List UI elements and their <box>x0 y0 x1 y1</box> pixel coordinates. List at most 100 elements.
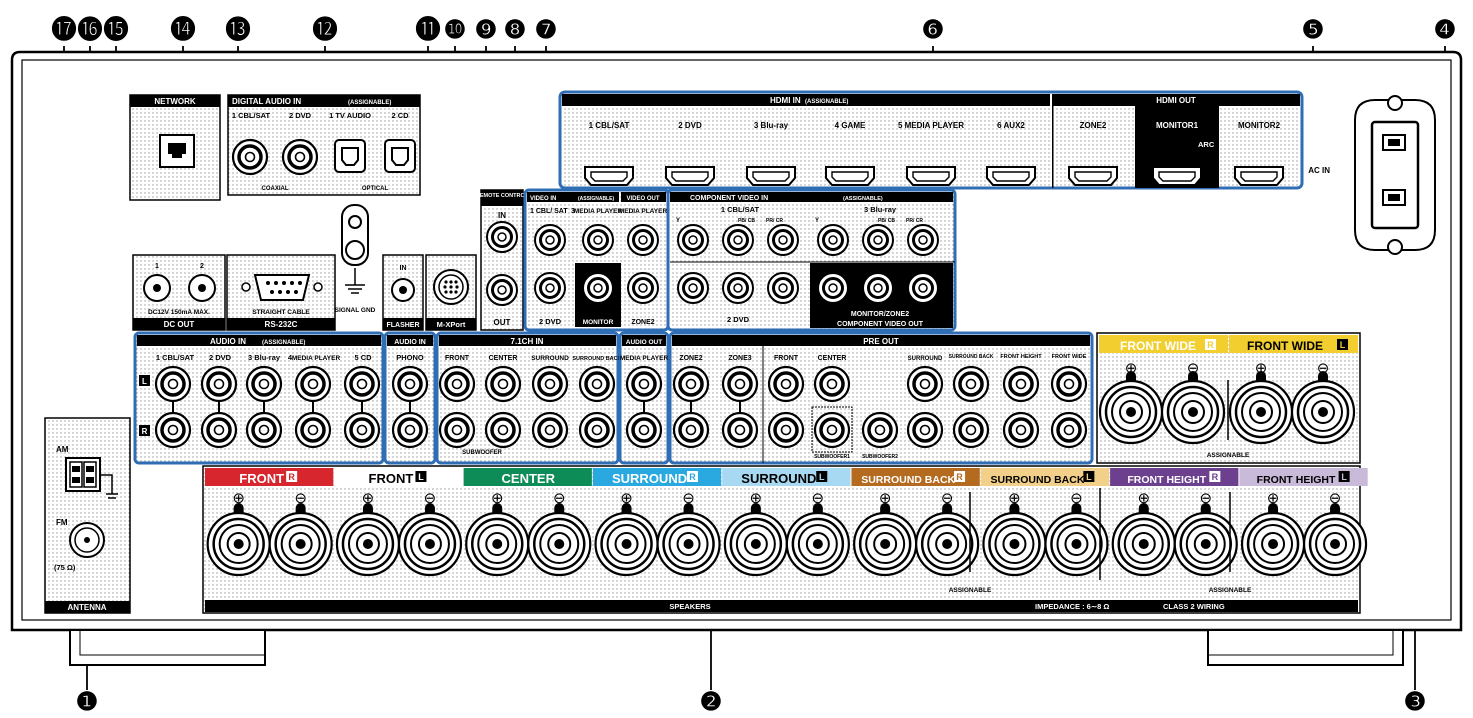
pre-out-jack[interactable] <box>721 365 759 403</box>
audio-in-jack[interactable] <box>200 411 238 449</box>
ch71-jack[interactable] <box>531 365 569 403</box>
digital-port-label: 2 CD <box>391 111 409 120</box>
pre-out-jack[interactable] <box>672 365 710 403</box>
audio-in-jack[interactable] <box>245 365 283 403</box>
pre-out-jack[interactable] <box>813 411 851 449</box>
audio-in-jack[interactable] <box>245 411 283 449</box>
dc-out-jack[interactable] <box>188 274 216 302</box>
pre-out-label: FRONT WIDE <box>1052 354 1087 360</box>
pre-out-jack[interactable] <box>906 365 944 403</box>
video-in-jack[interactable] <box>533 271 567 305</box>
hdmi-in-port[interactable] <box>825 166 875 186</box>
component-jack[interactable] <box>676 223 710 257</box>
component-jack[interactable] <box>766 223 800 257</box>
hdmi-out-port[interactable] <box>1234 166 1284 186</box>
hdmi-in-port[interactable] <box>906 166 956 186</box>
pre-out-jack[interactable] <box>906 411 944 449</box>
ch71-jack[interactable] <box>484 365 522 403</box>
audio-in-jack[interactable] <box>154 365 192 403</box>
component-jack[interactable] <box>721 223 755 257</box>
pre-out-jack[interactable] <box>813 365 851 403</box>
component-out-jack[interactable] <box>906 271 940 305</box>
video-in-jack[interactable] <box>581 223 615 257</box>
pre-out-jack[interactable] <box>861 411 899 449</box>
hdmi-in-label: 5 MEDIA PLAYER <box>898 121 964 130</box>
pre-out-jack[interactable] <box>767 411 805 449</box>
component-jack[interactable] <box>766 271 800 305</box>
hdmi-in-label: 6 AUX2 <box>997 121 1025 130</box>
speakers-assign-1: ASSIGNABLE <box>949 587 992 594</box>
video-monitor-jack[interactable] <box>581 271 615 305</box>
optical-jack[interactable] <box>334 139 366 173</box>
dc-out-jack[interactable] <box>143 274 171 302</box>
ac-in-inlet[interactable]: AC IN <box>1308 95 1436 255</box>
pre-out-jack[interactable] <box>767 365 805 403</box>
pre-out-jack[interactable] <box>1050 365 1088 403</box>
pre-out-jack[interactable] <box>672 411 710 449</box>
ch71-jack[interactable] <box>438 365 476 403</box>
ch71-jack[interactable] <box>578 365 616 403</box>
am-terminal[interactable] <box>65 457 118 499</box>
ch71-jack[interactable] <box>484 411 522 449</box>
video-in-jack[interactable] <box>533 223 567 257</box>
component-pr: PR/ CR <box>766 218 783 224</box>
fm-connector[interactable] <box>69 522 105 558</box>
remote-in-jack[interactable] <box>485 220 519 254</box>
audio-out-jack[interactable] <box>625 365 663 403</box>
pre-out-jack[interactable] <box>1050 411 1088 449</box>
hdmi-in-port[interactable] <box>584 166 634 186</box>
pre-out-jack[interactable] <box>952 411 990 449</box>
pre-out-jack[interactable] <box>721 411 759 449</box>
hdmi-in-port[interactable] <box>665 166 715 186</box>
audio-in-jack[interactable] <box>294 411 332 449</box>
phono-panel: AUDIO IN PHONO <box>383 331 437 465</box>
audio-in-label: 3 Blu-ray <box>248 353 281 362</box>
audio-in-jack[interactable] <box>154 411 192 449</box>
remote-out-jack[interactable] <box>485 273 519 307</box>
video-out-jack[interactable] <box>626 271 660 305</box>
pre-out-jack[interactable] <box>1002 365 1040 403</box>
network-port-panel[interactable]: NETWORK <box>129 94 221 201</box>
component-out-jack[interactable] <box>816 271 850 305</box>
flasher-panel[interactable]: IN FLASHER <box>382 254 424 331</box>
audio-out-jack[interactable] <box>625 411 663 449</box>
ch71-jack[interactable] <box>438 411 476 449</box>
speaker-group-label: SURROUND BACK <box>990 474 1084 486</box>
audio-in-jack[interactable] <box>294 365 332 403</box>
callout-5: ❺ <box>1302 16 1324 44</box>
component-jack[interactable] <box>816 223 850 257</box>
component-jack[interactable] <box>676 271 710 305</box>
rs232c-panel[interactable]: STRAIGHT CABLE RS-232C <box>226 254 336 331</box>
coaxial-jack[interactable] <box>281 138 319 176</box>
audio-out-mp: MEDIA PLAYER <box>620 355 669 362</box>
pre-out-title: PRE OUT <box>863 337 899 346</box>
phono-jack[interactable] <box>391 365 429 403</box>
hdmi-in-port[interactable] <box>746 166 796 186</box>
ch71-label: FRONT <box>445 355 470 362</box>
pre-out-jack[interactable] <box>1002 411 1040 449</box>
signal-gnd-terminal[interactable]: SIGNAL GND <box>335 204 376 314</box>
hdmi-out-port[interactable] <box>1068 166 1118 186</box>
audio-in-jack[interactable] <box>343 411 381 449</box>
coaxial-jack[interactable] <box>231 138 269 176</box>
video-out-jack[interactable] <box>626 223 660 257</box>
video-in-port-1: 1 CBL/ SAT <box>530 208 568 215</box>
hdmi-out-port[interactable] <box>1152 166 1202 186</box>
audio-in-jack[interactable] <box>343 365 381 403</box>
pre-out-label: ZONE2 <box>679 355 702 362</box>
component-jack[interactable] <box>721 271 755 305</box>
phono-jack[interactable] <box>391 411 429 449</box>
optical-jack[interactable] <box>384 139 416 173</box>
ch71-jack[interactable] <box>578 411 616 449</box>
pre-out-jack[interactable] <box>952 365 990 403</box>
component-jack[interactable] <box>906 223 940 257</box>
speaker-group: CENTER⊕⊖ <box>463 468 592 577</box>
hdmi-in-port[interactable] <box>986 166 1036 186</box>
component-out-jack[interactable] <box>861 271 895 305</box>
ch71-jack[interactable] <box>531 411 569 449</box>
audio-in-jack[interactable] <box>200 365 238 403</box>
component-jack[interactable] <box>861 223 895 257</box>
hdmi-in-assign: (ASSIGNABLE) <box>805 99 848 105</box>
m-xport-panel[interactable]: M-XPort <box>425 254 477 331</box>
